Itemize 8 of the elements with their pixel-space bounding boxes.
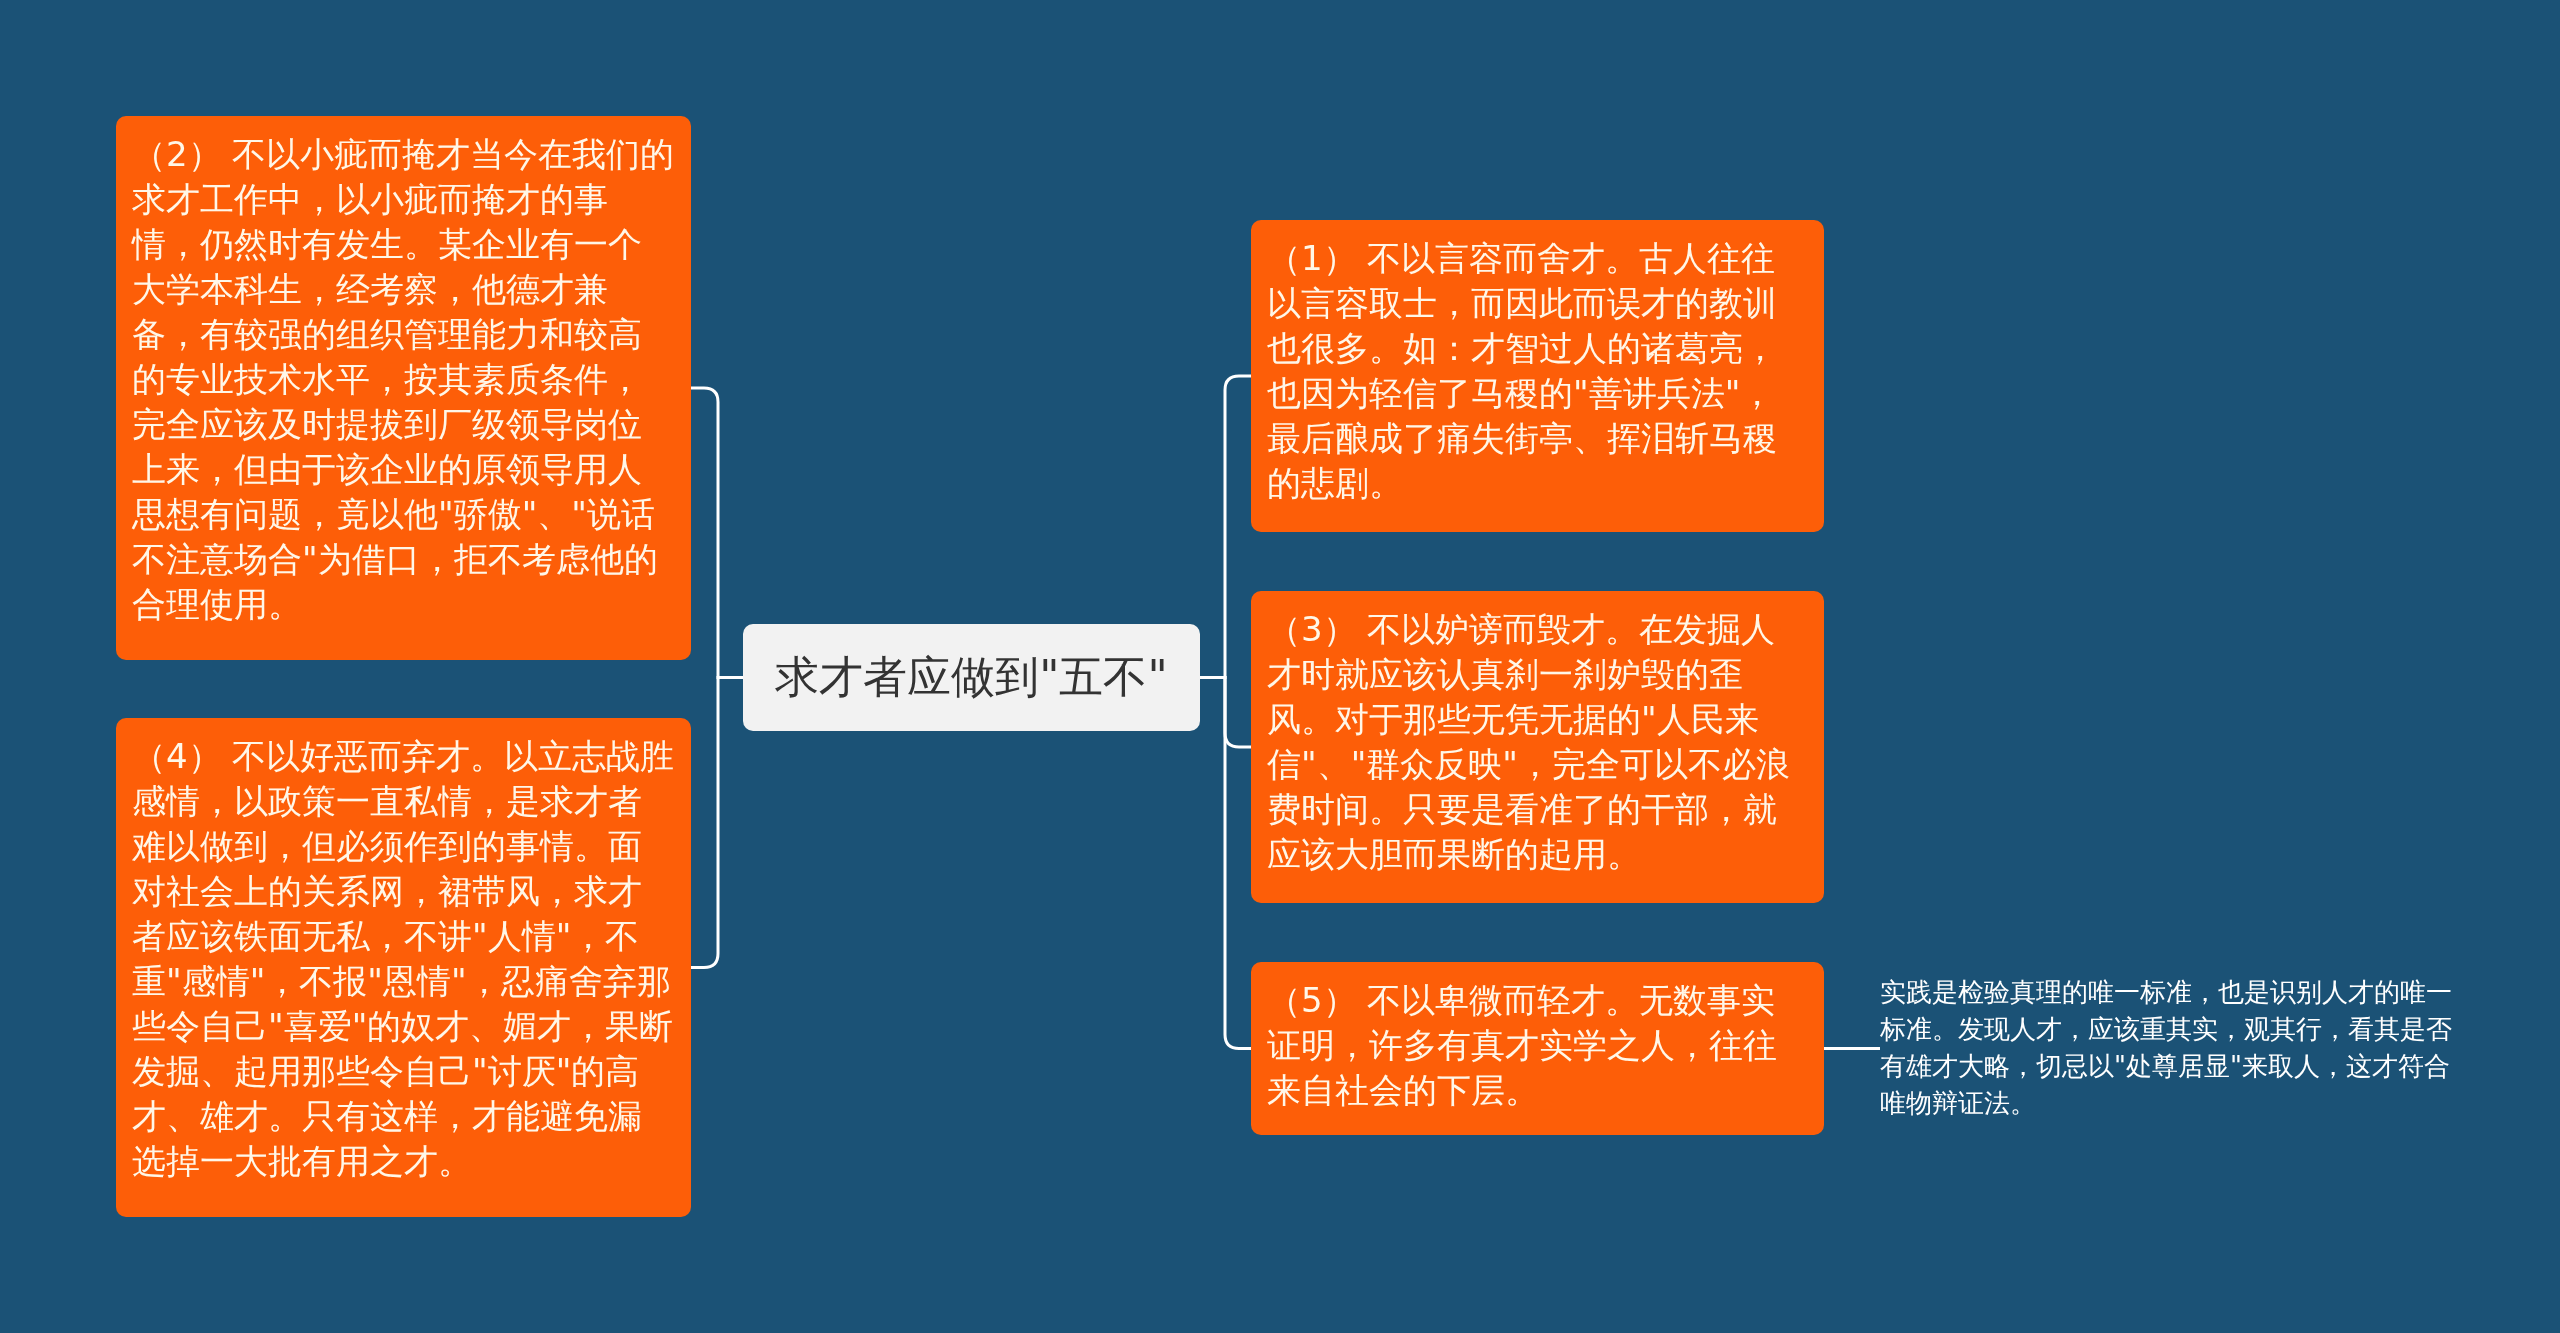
central-topic-box: 求才者应做到"五不": [743, 624, 1200, 731]
topic-box: （4） 不以好恶而弃才。以立志战胜感情，以政策一直私情，是求才者难以做到，但必须作到的事情。面对社会上的关系网，裙带风，求才者应该铁面无私，不讲"人情"，不重"感情"，不报"恩情"，忍痛舍弃那些令自己"喜爱"的奴才、媚才，果断发掘、起用那些令自己"讨厌"的高才、雄才。只有这样，才能避免漏选掉一大批有用之才。: [116, 718, 691, 1217]
note-text: 实践是检验真理的唯一标准，也是识别人才的唯一标准。发现人才，应该重其实，观其行，看其是否有雄才大略，切忌以"处尊居显"来取人，这才符合唯物辩证法。: [1880, 973, 2455, 1124]
topic-box: （5） 不以卑微而轻才。无数事实证明，许多有真才实学之人，往往来自社会的下层。: [1251, 962, 1824, 1135]
topic-box: （1） 不以言容而舍才。古人往往以言容取士，而因此而误才的教训也很多。如：才智过人的诸葛亮，也因为轻信了马稷的"善讲兵法"，最后酿成了痛失街亭、挥泪斩马稷的悲剧。: [1251, 220, 1824, 532]
topic-box: （2） 不以小疵而掩才当今在我们的求才工作中，以小疵而掩才的事情，仍然时有发生。某企业有一个大学本科生，经考察，他德才兼备，有较强的组织管理能力和较高的专业技术水平，按其素质条件，完全应该及时提拔到厂级领导岗位上来，但由于该企业的原领导用人思想有问题，竟以他"骄傲"、"说话不注意场合"为借口，拒不考虑他的合理使用。: [116, 116, 691, 660]
topic-box: （3） 不以妒谤而毁才。在发掘人才时就应该认真刹一刹妒毁的歪风。对于那些无凭无据的"人民来信"、"群众反映"，完全可以不必浪费时间。只要是看准了的干部，就应该大胆而果断的起用。: [1251, 591, 1824, 903]
connector-line: [1824, 1047, 1880, 1050]
